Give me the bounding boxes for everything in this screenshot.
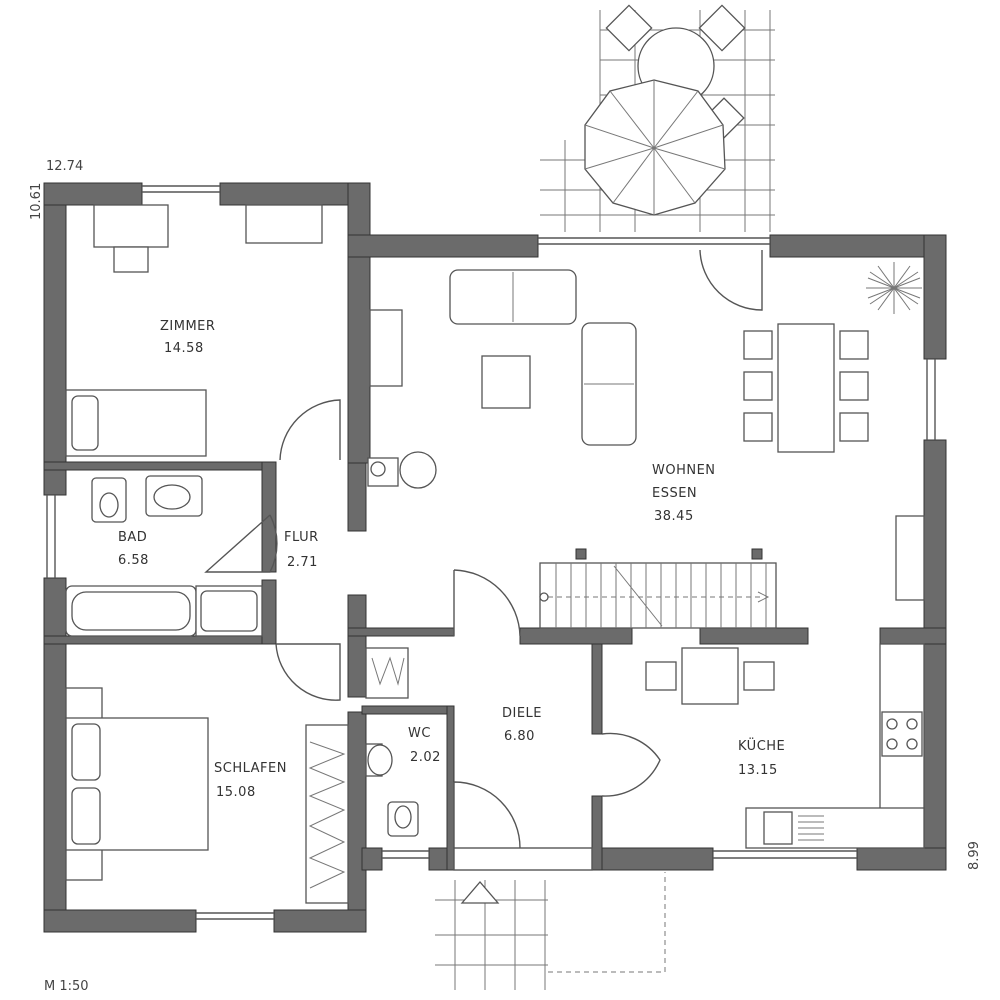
desk [93, 204, 169, 248]
sideboard [369, 309, 403, 387]
staircase [539, 562, 777, 629]
parasol-icon [584, 79, 726, 216]
schlafen-furniture [65, 647, 409, 904]
terrace-chair [605, 4, 653, 52]
room-name-zimmer: ZIMMER [160, 319, 215, 334]
sink-icon [763, 811, 793, 845]
dimension-left: 10.61 [29, 183, 44, 220]
bad-furniture [65, 475, 263, 637]
kitchen-table [681, 647, 739, 705]
entrance-area [435, 872, 666, 990]
walls [43, 182, 947, 933]
room-name-wc: WC [408, 726, 431, 741]
room-area-diele: 6.80 [504, 729, 535, 744]
scale-label: M 1:50 [44, 979, 89, 994]
wardrobe [305, 724, 349, 904]
terrace-chair [698, 4, 746, 52]
room-area-flur: 2.71 [287, 555, 318, 570]
entrance-arrow-icon [460, 881, 500, 904]
room-name-flur: FLUR [284, 530, 319, 545]
room-name-diele: DIELE [502, 706, 542, 721]
room-name-essen: ESSEN [652, 486, 697, 501]
room-name-bad: BAD [118, 530, 147, 545]
room-area-zimmer: 14.58 [164, 341, 204, 356]
room-area-wc: 2.02 [410, 750, 441, 765]
dining-table [777, 323, 835, 453]
room-area-kueche: 13.15 [738, 763, 778, 778]
wc-furniture [365, 743, 419, 837]
room-name-schlafen: SCHLAFEN [214, 761, 287, 776]
lamp-icon [399, 451, 437, 489]
kueche-furniture [645, 643, 925, 849]
zimmer-furniture [65, 204, 323, 457]
terrace [540, 4, 775, 232]
room-area-bad: 6.58 [118, 553, 149, 568]
shelf [245, 204, 323, 244]
room-name-wohnen: WOHNEN [652, 463, 716, 478]
room-area-schlafen: 15.08 [216, 785, 256, 800]
room-name-kueche: KÜCHE [738, 737, 785, 754]
room-area-wohnen: 38.45 [654, 509, 694, 524]
plant-icon [866, 262, 922, 314]
dimension-top: 12.74 [46, 159, 83, 174]
dimension-right: 8.99 [967, 841, 982, 870]
stove-icon [881, 711, 923, 757]
windows [46, 185, 936, 920]
coat-rack [365, 647, 409, 699]
cabinet [895, 515, 925, 601]
chair [113, 246, 149, 273]
doors [204, 249, 763, 849]
living-furniture [367, 262, 925, 601]
coffee-table [481, 355, 531, 409]
